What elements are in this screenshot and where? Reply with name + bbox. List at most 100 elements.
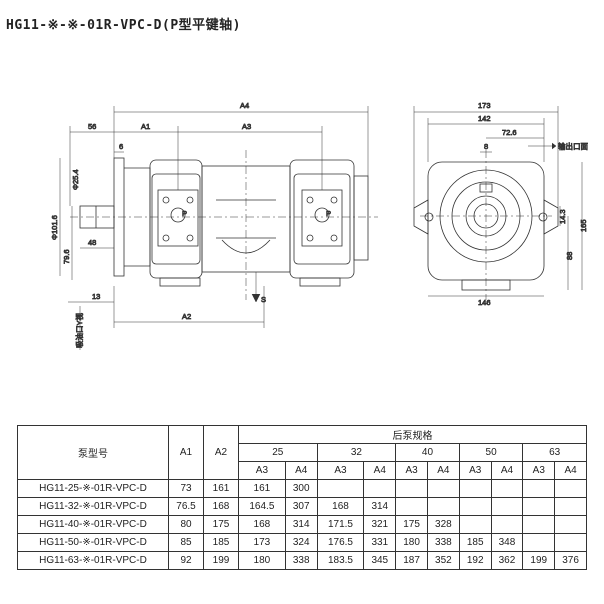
cell-value: 362 [490,551,524,570]
cell-value: 307 [284,497,318,516]
cell-model: HG11-50-※-01R-VPC-D [17,533,169,552]
header-rear-pump: 后泵规格 [238,425,587,444]
cell-value [395,479,428,498]
cell-a1: 92 [168,551,204,570]
cell-value [522,497,556,516]
cell-value: 324 [284,533,318,552]
cell-value: 338 [426,533,460,552]
cell-value [522,515,556,534]
side-view: 173 142 72.6 8 输出口面 165 88 14.3 146 [413,101,589,307]
cell-a2: 199 [203,551,239,570]
cell-value: 192 [458,551,492,570]
cell-model: HG11-25-※-01R-VPC-D [17,479,169,498]
table-header-row: 泵型号 A1 A2 后泵规格 [17,425,587,480]
outlet-callout: 输出口面 [558,141,588,151]
header-sub: A3 [522,461,556,480]
cell-value [554,497,587,516]
cell-a2: 175 [203,515,239,534]
cell-value [316,479,365,498]
cell-value [426,497,460,516]
dim-13: 13 [92,292,100,301]
dim-dia25: Φ25.4 [71,169,80,190]
cell-value [522,479,556,498]
cell-value: 345 [363,551,397,570]
technical-drawing: A4 56 A1 A3 6 A2 13 48 P P S Φ101.6 79.6… [50,101,589,350]
header-sub: A3 [395,461,428,480]
cell-value [458,479,492,498]
cell-value: 314 [363,497,397,516]
dim-72: 72.6 [502,128,517,137]
dim-173: 173 [478,101,491,110]
header-sub: A4 [284,461,318,480]
dim-56: 56 [88,122,96,131]
table-row: HG11-40-※-01R-VPC-D 80 175 168 314 171.5… [17,515,587,534]
cell-value [458,497,492,516]
header-sub: A3 [458,461,492,480]
cell-a2: 168 [203,497,239,516]
front-port-flange [157,189,199,247]
cell-value [490,479,524,498]
header-sub: A3 [316,461,365,480]
dim-a3: A3 [242,122,251,131]
header-size: 63 [522,443,587,462]
cell-value: 168 [316,497,365,516]
rear-port-flange [301,189,343,247]
cell-value: 376 [554,551,587,570]
table-row: HG11-32-※-01R-VPC-D 76.5 168 164.5 307 1… [17,497,587,516]
cell-value: 185 [458,533,492,552]
cell-value: 161 [238,479,286,498]
dim-79: 79.6 [62,249,71,264]
end-cap [353,175,369,261]
suction-callout: 吸油口Y视 [74,312,84,348]
cell-value: 183.5 [316,551,365,570]
cell-a2: 185 [203,533,239,552]
dim-146: 146 [478,298,491,307]
dim-8: 8 [484,142,488,151]
cell-value [363,479,397,498]
header-size: 40 [395,443,460,462]
port-label-rear: P [326,209,331,218]
table-row: HG11-25-※-01R-VPC-D 73 161 161 300 [17,479,587,498]
header-sub: A4 [426,461,460,480]
header-a1: A1 [168,425,204,480]
suction-label-s: S [261,295,266,304]
cell-value: 348 [490,533,524,552]
header-model: 泵型号 [17,425,169,480]
cell-model: HG11-32-※-01R-VPC-D [17,497,169,516]
cell-value: 171.5 [316,515,365,534]
table-row: HG11-50-※-01R-VPC-D 85 185 173 324 176.5… [17,533,587,552]
cell-value: 199 [522,551,556,570]
cell-value [554,533,587,552]
dim-48: 48 [88,238,96,247]
dim-165: 165 [579,219,588,232]
dim-a1: A1 [141,122,150,131]
cell-a1: 80 [168,515,204,534]
dim-142: 142 [478,114,491,123]
port-label-front: P [182,209,187,218]
cell-value [426,479,460,498]
cell-value: 180 [238,551,286,570]
cell-value [490,515,524,534]
header-size: 25 [238,443,318,462]
cell-value: 173 [238,533,286,552]
table-row: HG11-63-※-01R-VPC-D 92 199 180 338 183.5… [17,551,587,570]
dim-14: 14.3 [558,209,567,224]
cell-value [554,515,587,534]
dim-6: 6 [119,142,123,151]
cell-value: 352 [426,551,460,570]
header-a2: A2 [203,425,239,480]
header-sub: A3 [238,461,286,480]
cell-value [522,533,556,552]
cell-value: 164.5 [238,497,286,516]
header-sub: A4 [363,461,397,480]
header-sub: A4 [490,461,524,480]
spec-table: 泵型号 A1 A2 后泵规格 25 32 40 50 63 A3 A4 A3 A… [17,425,587,570]
cell-a2: 161 [203,479,239,498]
page-title: HG11-※-※-01R-VPC-D(P型平键轴) [6,18,241,33]
cell-value: 168 [238,515,286,534]
cell-value: 187 [395,551,428,570]
cell-value [554,479,587,498]
cell-value: 180 [395,533,428,552]
cell-value [458,515,492,534]
dim-a4: A4 [240,101,249,110]
